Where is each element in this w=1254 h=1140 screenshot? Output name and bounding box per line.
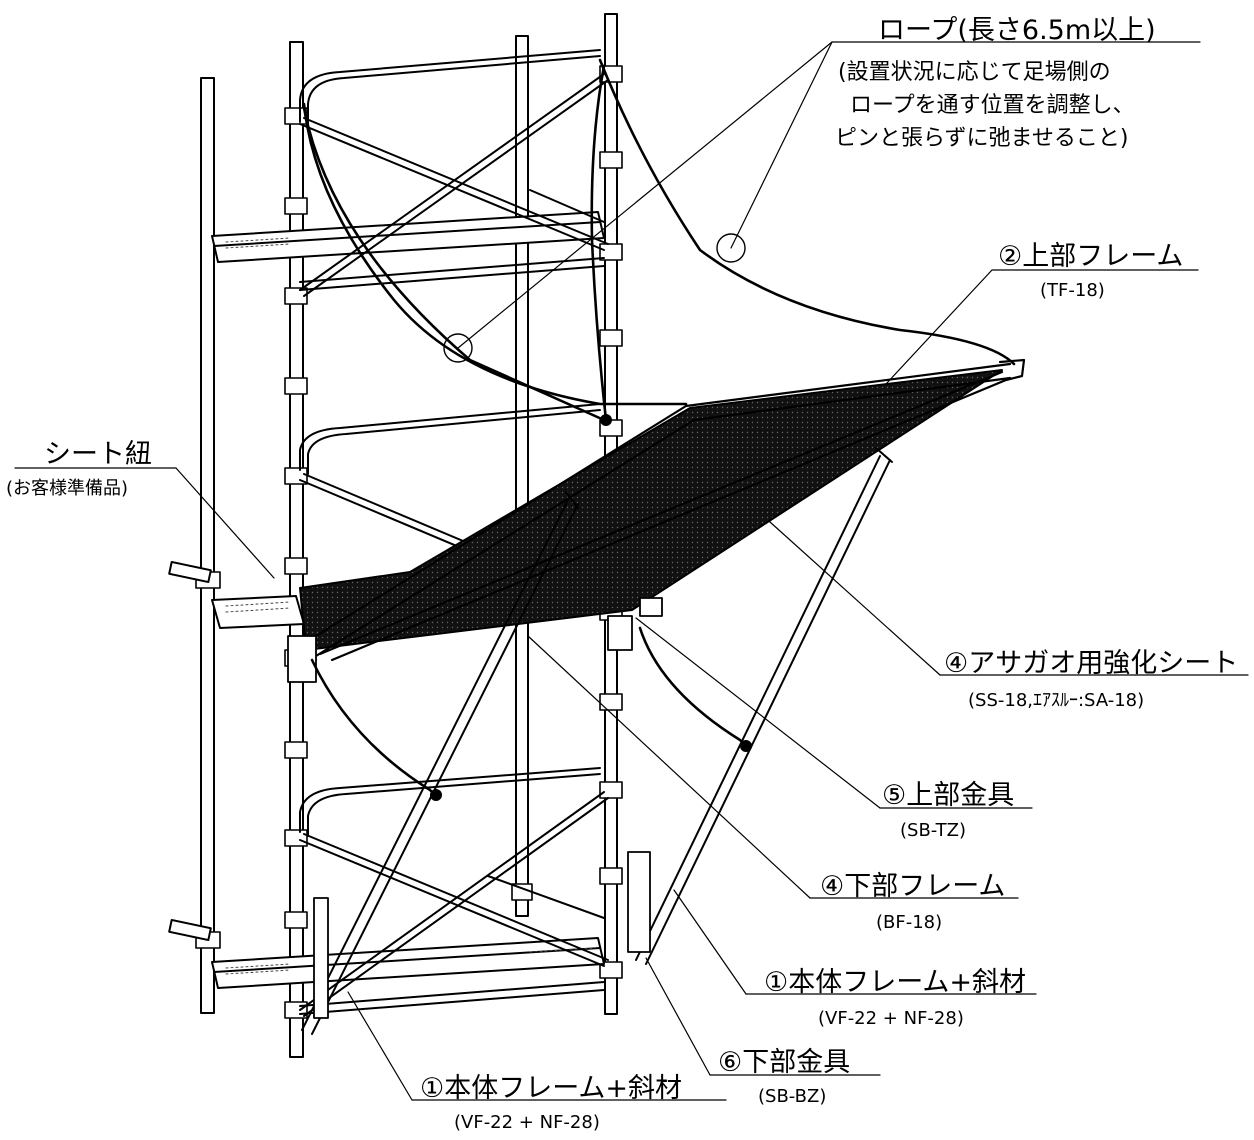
rope-label: ロープ(長さ6.5m以上) [878, 15, 1156, 46]
upper-bracket-code: (SB-TZ) [900, 820, 966, 841]
board-perforations [225, 237, 596, 975]
upper-frame-code: (TF-18) [1040, 280, 1105, 301]
lower-bracket-code: (SB-BZ) [758, 1086, 827, 1107]
diagonal-struts [301, 447, 893, 1035]
post-center [515, 35, 529, 917]
upper-frame-rails [298, 358, 1026, 662]
upper-bracket-shape [607, 615, 633, 651]
lower-bracket-shape [627, 851, 651, 953]
post-far-left [200, 77, 215, 1014]
rope-marker-left [443, 333, 473, 363]
rope-marker-right [716, 233, 746, 263]
body-frame-label-right: ①本体フレーム+斜材 [764, 967, 1027, 998]
brackets [287, 597, 663, 1019]
reinforced-sheet-label: ④アサガオ用強化シート [944, 648, 1239, 679]
body-frame-label-bottom: ①本体フレーム+斜材 [420, 1073, 683, 1104]
rope-ties [430, 414, 752, 801]
rope-note-line-2: ロープを通す位置を調整し、 [850, 93, 1135, 118]
reinforced-sheet-code: (SS-18,ｴｱｽﾙｰ:SA-18) [968, 690, 1145, 711]
upper-bracket-label: ⑤上部金具 [882, 780, 1015, 811]
cross-braces [299, 73, 609, 1017]
rope [302, 58, 1016, 798]
leader-lines [14, 41, 1249, 1101]
lower-bracket-label: ⑥下部金具 [718, 1047, 851, 1078]
lower-frame-rails [318, 370, 1008, 662]
body-frame-code-right: (VF-22 + NF-28) [818, 1008, 964, 1029]
walking-board-top [211, 211, 605, 263]
walking-board-bottom [211, 937, 605, 989]
lower-frame-code: (BF-18) [876, 912, 943, 933]
upper-frame-label: ②上部フレーム [998, 241, 1184, 272]
rope-note-line-1: (設置状況に応じて足場側の [838, 60, 1111, 85]
rope-note-line-3: ピンと張らずに弛ませること) [835, 126, 1129, 151]
post-left [289, 41, 304, 1058]
outrigger-pins [168, 560, 212, 942]
body-frame-code-bottom: (VF-22 + NF-28) [454, 1112, 600, 1133]
sheet-string-note: (お客様準備品) [6, 478, 129, 499]
walking-boards [211, 211, 605, 989]
horizontal-ledgers [299, 49, 605, 1015]
lower-frame-label: ④下部フレーム [820, 871, 1006, 902]
sheet-string-label: シート紐 [44, 439, 152, 470]
